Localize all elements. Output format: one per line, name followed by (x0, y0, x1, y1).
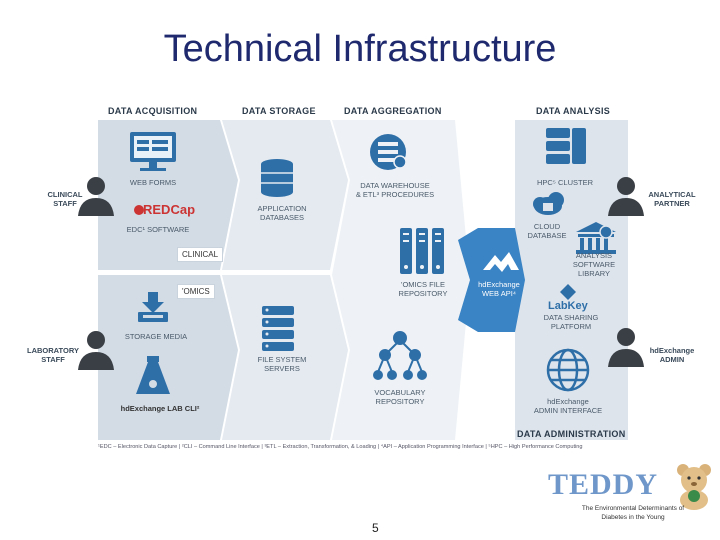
teddy-tagline: The Environmental Determinants of Diabet… (581, 505, 685, 521)
label-application-databases: APPLICATION DATABASES (257, 204, 307, 222)
database-icon (261, 159, 293, 197)
label-admin-interface: hdExchange ADMIN INTERFACE (533, 397, 603, 415)
header-data-storage: DATA STORAGE (242, 106, 316, 116)
label-storage-media: STORAGE MEDIA (124, 332, 188, 341)
header-data-aggregation: DATA AGGREGATION (344, 106, 442, 116)
server-stack-icon (546, 128, 586, 164)
acquisition-band-lower (98, 275, 238, 440)
globe-icon (546, 348, 590, 392)
cloud-icon (533, 192, 564, 215)
library-icon (576, 222, 616, 254)
label-lab-cli: hdExchange LAB CLI² (120, 404, 200, 413)
database-icon (370, 134, 407, 170)
header-data-administration: DATA ADMINISTRATION (517, 429, 626, 439)
flask-icon (136, 356, 170, 394)
label-data-sharing-platform: DATA SHARING PLATFORM (543, 313, 599, 331)
label-clinical: CLINICAL (177, 247, 224, 262)
role-laboratory-staff: LABORATORY STAFF (27, 346, 79, 364)
label-file-system-servers: FILE SYSTEM SERVERS (257, 355, 307, 373)
network-tree-icon (373, 331, 427, 380)
page-title: Technical Infrastructure (163, 28, 557, 70)
teddy-logo-text: TEDDY (548, 468, 659, 501)
role-hdexchange-admin: hdExchange ADMIN (649, 346, 695, 364)
analysis-band (515, 120, 628, 440)
label-labkey: LabKey (548, 300, 588, 312)
label-cloud-database: CLOUD DATABASE (527, 222, 567, 240)
page-number: 5 (372, 521, 379, 535)
aggregation-band (332, 120, 470, 440)
header-data-acquisition: DATA ACQUISITION (108, 106, 198, 116)
label-web-api: hdExchange WEB API⁴ (478, 280, 520, 298)
person-icon (78, 331, 114, 370)
person-icon (608, 177, 644, 216)
role-clinical-staff: CLINICAL STAFF (47, 190, 83, 208)
download-tray-icon (138, 292, 168, 322)
person-icon (78, 177, 114, 216)
label-omics-repository: 'OMICS FILE REPOSITORY (398, 280, 448, 298)
person-icon (608, 328, 644, 367)
role-analytical-partner: ANALYTICAL PARTNER (648, 190, 696, 208)
server-stack-icon (400, 228, 444, 274)
teddy-bear-icon (677, 464, 711, 510)
labkey-logo-icon (560, 284, 576, 300)
label-redcap: REDCap (143, 202, 196, 217)
header-data-analysis: DATA ANALYSIS (536, 106, 611, 116)
label-omics: 'OMICS (177, 284, 215, 299)
monitor-icon (130, 132, 176, 171)
storage-band-lower (222, 275, 348, 440)
web-api-logo-icon (483, 252, 519, 272)
label-edc-software: EDC¹ SOFTWARE (126, 225, 190, 234)
label-analysis-library: ANALYSIS SOFTWARE LIBRARY (572, 251, 616, 278)
label-hpc-cluster: HPC⁵ CLUSTER (536, 178, 594, 187)
redcap-logo-icon (134, 205, 144, 215)
label-vocabulary-repository: VOCABULARY REPOSITORY (374, 388, 426, 406)
server-stack-icon (262, 306, 294, 351)
footnote: ¹EDC – Electronic Data Capture | ²CLI – … (98, 444, 583, 450)
label-data-warehouse: DATA WAREHOUSE & ETL³ PROCEDURES (355, 181, 435, 199)
label-web-forms: WEB FORMS (129, 178, 177, 187)
